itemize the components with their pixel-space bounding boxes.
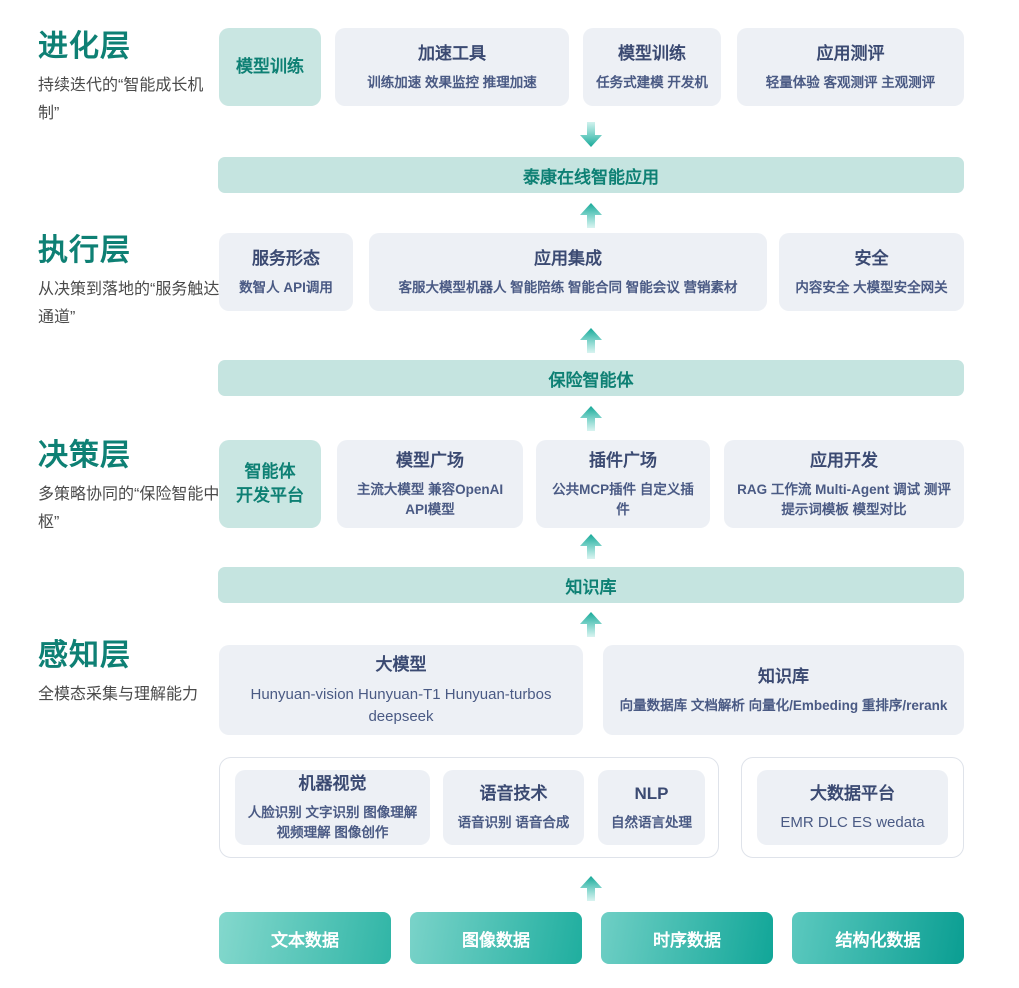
bar-label: 泰康在线智能应用 (523, 167, 659, 187)
card-title: 智能体 开发平台 (236, 462, 304, 505)
card-title: 插件广场 (589, 450, 657, 470)
chip-structured-data[interactable]: 结构化数据 (792, 912, 964, 964)
card-nlp[interactable]: NLP 自然语言处理 (598, 770, 705, 845)
card-agent-development-platform[interactable]: 智能体 开发平台 (219, 440, 321, 528)
card-title: 应用开发 (810, 450, 878, 470)
bar-label: 知识库 (565, 577, 617, 597)
card-subtitle: 任务式建模 开发机 (596, 74, 708, 90)
card-acceleration-tools[interactable]: 加速工具 训练加速 效果监控 推理加速 (335, 28, 569, 106)
layer-label-evolution: 进化层 持续迭代的“智能成长机制” (38, 28, 218, 128)
card-title: 应用测评 (816, 43, 885, 63)
chip-label: 结构化数据 (835, 930, 921, 950)
layer-description: 持续迭代的“智能成长机制” (38, 77, 204, 122)
card-application-development[interactable]: 应用开发 RAG 工作流 Multi-Agent 调试 测评 提示词模板 模型对… (724, 440, 964, 528)
card-subtitle: 数智人 API调用 (239, 279, 333, 295)
layer-title: 决策层 (38, 439, 131, 472)
card-subtitle: 训练加速 效果监控 推理加速 (367, 74, 537, 90)
card-title: 加速工具 (418, 43, 486, 63)
card-title: 大数据平台 (810, 784, 895, 803)
card-application-integration[interactable]: 应用集成 客服大模型机器人 智能陪练 智能合同 智能会议 营销素材 (369, 233, 767, 311)
card-title: 模型广场 (396, 450, 464, 470)
card-plugin-plaza[interactable]: 插件广场 公共MCP插件 自定义插件 (536, 440, 710, 528)
chip-image-data[interactable]: 图像数据 (410, 912, 582, 964)
card-title: 服务形态 (252, 248, 320, 268)
card-subtitle: 内容安全 大模型安全网关 (795, 279, 948, 295)
card-service-form[interactable]: 服务形态 数智人 API调用 (219, 233, 353, 311)
card-title: 应用集成 (534, 248, 602, 268)
card-model-training[interactable]: 模型训练 任务式建模 开发机 (583, 28, 721, 106)
card-subtitle: 公共MCP插件 自定义插件 (552, 481, 694, 517)
layer-label-decision: 决策层 多策略协同的“保险智能中枢” (38, 437, 219, 537)
card-subtitle: 主流大模型 兼容OpenAI API模型 (356, 481, 504, 517)
arrow-down-to-application-icon (576, 120, 606, 150)
layer-description: 多策略协同的“保险智能中枢” (38, 486, 220, 531)
card-subtitle: RAG 工作流 Multi-Agent 调试 测评 提示词模板 模型对比 (737, 481, 951, 517)
chip-label: 图像数据 (462, 930, 530, 950)
card-title: 大模型 (375, 654, 427, 674)
card-speech-technology[interactable]: 语音技术 语音识别 语音合成 (443, 770, 584, 845)
card-subtitle: 向量数据库 文档解析 向量化/Embeding 重排序/rerank (619, 697, 948, 713)
arrow-up-to-knowledge-icon (576, 403, 606, 433)
card-model-training-platform[interactable]: 模型训练 (219, 28, 321, 106)
layer-description: 全模态采集与理解能力 (38, 686, 199, 703)
card-large-model[interactable]: 大模型 Hunyuan-vision Hunyuan-T1 Hunyuan-tu… (219, 645, 583, 735)
card-big-data-platform[interactable]: 大数据平台 EMR DLC ES wedata (757, 770, 948, 845)
bar-knowledge-base[interactable]: 知识库 (218, 567, 964, 603)
card-subtitle: 语音识别 语音合成 (457, 815, 570, 830)
card-title: 模型训练 (236, 57, 304, 76)
card-title: NLP (634, 784, 669, 803)
card-subtitle: 自然语言处理 (611, 815, 692, 830)
card-subtitle: Hunyuan-vision Hunyuan-T1 Hunyuan-turbos… (250, 685, 552, 725)
card-knowledge-base[interactable]: 知识库 向量数据库 文档解析 向量化/Embeding 重排序/rerank (603, 645, 964, 735)
layer-label-perception: 感知层 全模态采集与理解能力 (38, 637, 218, 709)
layer-title: 进化层 (38, 30, 131, 63)
layer-title: 感知层 (38, 639, 131, 672)
arrow-up-from-data-icon (576, 873, 606, 903)
arrow-up-to-application-icon (576, 200, 606, 230)
arrow-up-to-perception-icon (576, 531, 606, 561)
card-subtitle: 轻量体验 客观测评 主观测评 (765, 74, 936, 90)
bar-taikang-online-intelligent-application[interactable]: 泰康在线智能应用 (218, 157, 964, 193)
card-application-evaluation[interactable]: 应用测评 轻量体验 客观测评 主观测评 (737, 28, 964, 106)
card-machine-vision[interactable]: 机器视觉 人脸识别 文字识别 图像理解 视频理解 图像创作 (235, 770, 430, 845)
arrow-up-to-agent-icon (576, 325, 606, 355)
chip-timeseries-data[interactable]: 时序数据 (601, 912, 773, 964)
layer-description: 从决策到落地的“服务触达通道” (38, 281, 220, 326)
arrow-up-from-perception-icon (576, 609, 606, 639)
layer-title: 执行层 (38, 234, 131, 267)
chip-text-data[interactable]: 文本数据 (219, 912, 391, 964)
card-subtitle: 客服大模型机器人 智能陪练 智能合同 智能会议 营销素材 (398, 279, 738, 295)
card-title: 语音技术 (479, 784, 548, 803)
chip-label: 时序数据 (653, 930, 721, 950)
card-subtitle: EMR DLC ES wedata (780, 814, 925, 831)
layer-label-execution: 执行层 从决策到落地的“服务触达通道” (38, 232, 219, 332)
bar-label: 保险智能体 (548, 370, 634, 390)
card-title: 安全 (854, 248, 889, 268)
card-security[interactable]: 安全 内容安全 大模型安全网关 (779, 233, 964, 311)
chip-label: 文本数据 (271, 930, 339, 950)
bar-insurance-agent[interactable]: 保险智能体 (218, 360, 964, 396)
card-subtitle: 人脸识别 文字识别 图像理解 视频理解 图像创作 (247, 805, 418, 840)
card-title: 模型训练 (618, 43, 686, 63)
card-title: 机器视觉 (298, 774, 367, 793)
card-title: 知识库 (758, 666, 809, 686)
card-model-plaza[interactable]: 模型广场 主流大模型 兼容OpenAI API模型 (337, 440, 523, 528)
